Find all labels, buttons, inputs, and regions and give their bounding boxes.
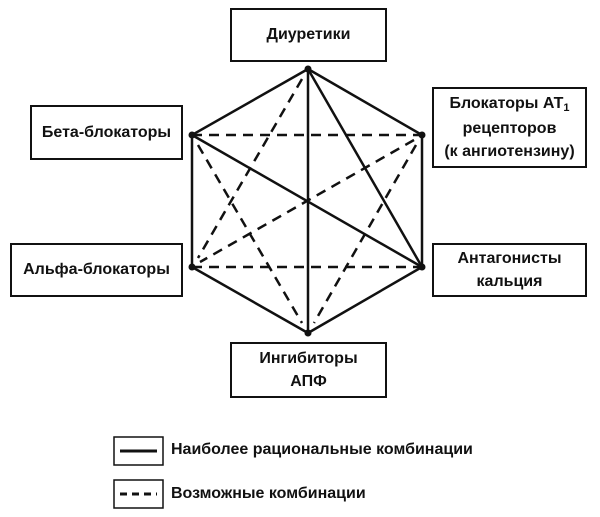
- node-label: (к ангиотензину): [444, 142, 575, 160]
- node-ace-inhibitors: Ингибиторы АПФ: [230, 342, 387, 398]
- dashed-at1-ace: [312, 144, 418, 324]
- legend-solid-label: Наиболее рациональные комбинации: [171, 441, 473, 458]
- node-label: Антагонисты: [457, 249, 562, 267]
- dashed-diuretics-alpha: [196, 78, 304, 259]
- legend-solid-swatch: [113, 436, 164, 466]
- node-at1-blockers: Блокаторы АТ1 рецепторов (к ангиотензину…: [432, 87, 587, 168]
- node-label: Бета-блокаторы: [41, 123, 172, 141]
- node-label: АПФ: [290, 373, 327, 390]
- node-label: Блокаторы АТ1: [449, 94, 570, 114]
- node-label: Ингибиторы: [259, 349, 358, 367]
- node-alpha-blockers: Альфа-блокаторы: [10, 243, 183, 297]
- node-beta-blockers: Бета-блокаторы: [30, 105, 183, 160]
- node-label: Альфа-блокаторы: [23, 261, 170, 279]
- node-label: Диуретики: [266, 26, 351, 44]
- dashed-at1-alpha: [199, 138, 415, 264]
- node-label: кальция: [476, 273, 543, 290]
- node-diuretics: Диуретики: [230, 8, 387, 62]
- legend-dashed-label: Возможные комбинации: [171, 485, 366, 502]
- node-calcium-antagonists: Антагонисты кальция: [432, 243, 587, 297]
- legend-dashed-swatch: [113, 479, 164, 509]
- node-label: рецепторов: [462, 119, 557, 137]
